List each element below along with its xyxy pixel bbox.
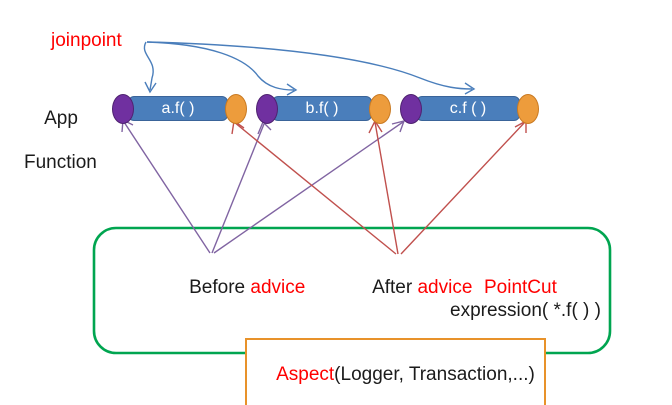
before-advice-prefix: Before xyxy=(189,276,251,298)
before-advice-arrow-to-c xyxy=(213,121,404,254)
before-marker-a[interactable] xyxy=(112,94,134,124)
after-advice-arrow-to-a xyxy=(233,121,397,255)
joinpoint-arrow-to-c xyxy=(146,41,473,90)
before-marker-b[interactable] xyxy=(256,94,278,124)
after-advice-prefix: After xyxy=(372,276,418,298)
before-advice-arrow-to-a xyxy=(123,121,211,254)
app-function-label-line1: App xyxy=(44,107,78,129)
app-function-label-line2: Function xyxy=(24,151,97,173)
joinpoint-arrow-to-a xyxy=(143,41,154,91)
after-advice-arrow-to-b xyxy=(374,121,399,255)
joinpoint-arrowheads xyxy=(144,81,476,96)
aspect-keyword: Aspect xyxy=(276,364,335,385)
function-bar-a[interactable]: a.f( ) xyxy=(128,96,228,121)
aspect-box[interactable]: Aspect(Logger, Transaction,...) xyxy=(245,338,546,405)
joinpoint-arrow-to-b xyxy=(146,41,295,91)
after-advice-label: After advice xyxy=(352,255,472,321)
after-marker-c[interactable] xyxy=(517,94,539,124)
function-bar-b[interactable]: b.f( ) xyxy=(272,96,372,121)
before-advice-label: Before advice xyxy=(168,255,305,321)
before-marker-c[interactable] xyxy=(400,94,422,124)
before-advice-keyword: advice xyxy=(250,276,306,298)
function-bar-c[interactable]: c.f ( ) xyxy=(416,96,520,121)
after-advice-arrow-group xyxy=(233,121,526,255)
after-advice-keyword: advice xyxy=(417,276,473,298)
after-advice-arrow-to-c xyxy=(400,121,526,255)
after-marker-a[interactable] xyxy=(225,94,247,124)
pointcut-expression: expression( *.f( ) ) xyxy=(450,300,601,321)
before-advice-arrow-to-b xyxy=(211,123,265,254)
joinpoint-label: joinpoint xyxy=(51,30,122,51)
before-advice-arrow-group xyxy=(123,121,404,254)
aspect-args: (Logger, Transaction,...) xyxy=(334,364,535,385)
joinpoint-arrow-group xyxy=(143,41,473,91)
app-function-label: App Function xyxy=(24,86,97,217)
after-marker-b[interactable] xyxy=(369,94,391,124)
pointcut-title: PointCut xyxy=(484,277,557,298)
